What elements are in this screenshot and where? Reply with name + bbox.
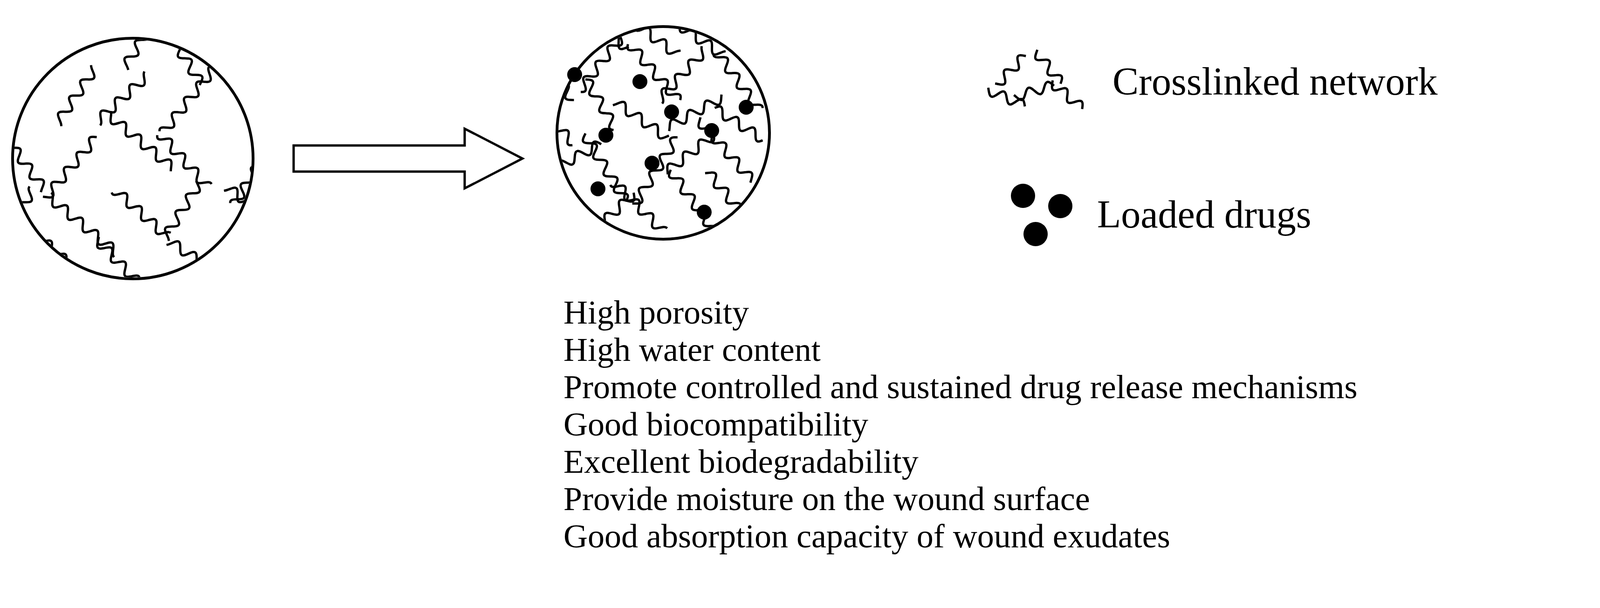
drug-dot (644, 155, 660, 171)
property-text: Good biocompatibility (563, 405, 1358, 443)
polymer-chain (620, 16, 681, 54)
network-swatch (978, 44, 1096, 119)
polymer-chain (995, 55, 1026, 85)
drug-dot (738, 99, 754, 115)
loaded-hydrogel-circle (556, 26, 770, 240)
property-text: High water content (563, 330, 1358, 369)
polymer-chain (583, 133, 629, 200)
drug-swatch (1002, 177, 1077, 248)
drug-dot (696, 204, 712, 220)
hydrogel-circle (12, 38, 254, 279)
property-list: High porosityHigh water contentPromote c… (563, 293, 1358, 555)
property-text: Promote controlled and sustained drug re… (563, 368, 1358, 406)
polymer-chain (223, 63, 276, 109)
property-text: Excellent biodegradability (563, 442, 1358, 481)
drug-dot (1023, 221, 1048, 247)
drug-dot (632, 74, 648, 90)
polymer-chain (612, 101, 669, 138)
polymer-chain (610, 185, 668, 229)
polymer-chain (1051, 80, 1083, 110)
polymer-chain (224, 187, 282, 226)
polymer-chain (110, 111, 172, 172)
polymer-chain (627, 44, 681, 101)
drug-dot (567, 67, 583, 83)
polymer-chain (157, 135, 212, 185)
legend-label: Loaded drugs (1097, 194, 1312, 234)
polymer-chain (585, 79, 614, 131)
polymer-chain (714, 106, 763, 142)
polymer-chain (111, 192, 172, 234)
polymer-chain (159, 65, 223, 132)
polymer-chain (36, 239, 96, 283)
polymer-chain (97, 236, 154, 300)
drug-dot (590, 181, 606, 197)
polymer-chain (100, 71, 145, 126)
polymer-chain (664, 18, 726, 55)
drug-dot (1010, 183, 1036, 208)
polymer-chain (0, 117, 44, 193)
polymer-chain (667, 133, 715, 175)
crosslinked-network (0, 12, 286, 300)
polymer-chain (661, 46, 703, 104)
drug-dot (704, 123, 720, 138)
drug-dot (598, 127, 614, 143)
drug-dot (664, 104, 680, 120)
polymer-chain (988, 87, 1025, 107)
loaded-drugs (567, 67, 754, 220)
property-text: Provide moisture on the wound surface (563, 480, 1358, 518)
property-text: High porosity (563, 293, 1358, 331)
polymer-chain (1014, 82, 1055, 101)
polymer-chain (668, 169, 718, 234)
polymer-chain (57, 65, 95, 127)
crosslinked-network (529, 12, 763, 238)
polymer-chain (535, 102, 573, 146)
property-text: Good absorption capacity of wound exudat… (563, 517, 1358, 555)
polymer-chain (42, 136, 97, 198)
legend-label: Crosslinked network (1112, 61, 1438, 102)
polymer-chain (164, 180, 200, 241)
drug-dot (1048, 193, 1073, 219)
process-arrow (293, 128, 523, 189)
polymer-chain (1035, 49, 1063, 84)
